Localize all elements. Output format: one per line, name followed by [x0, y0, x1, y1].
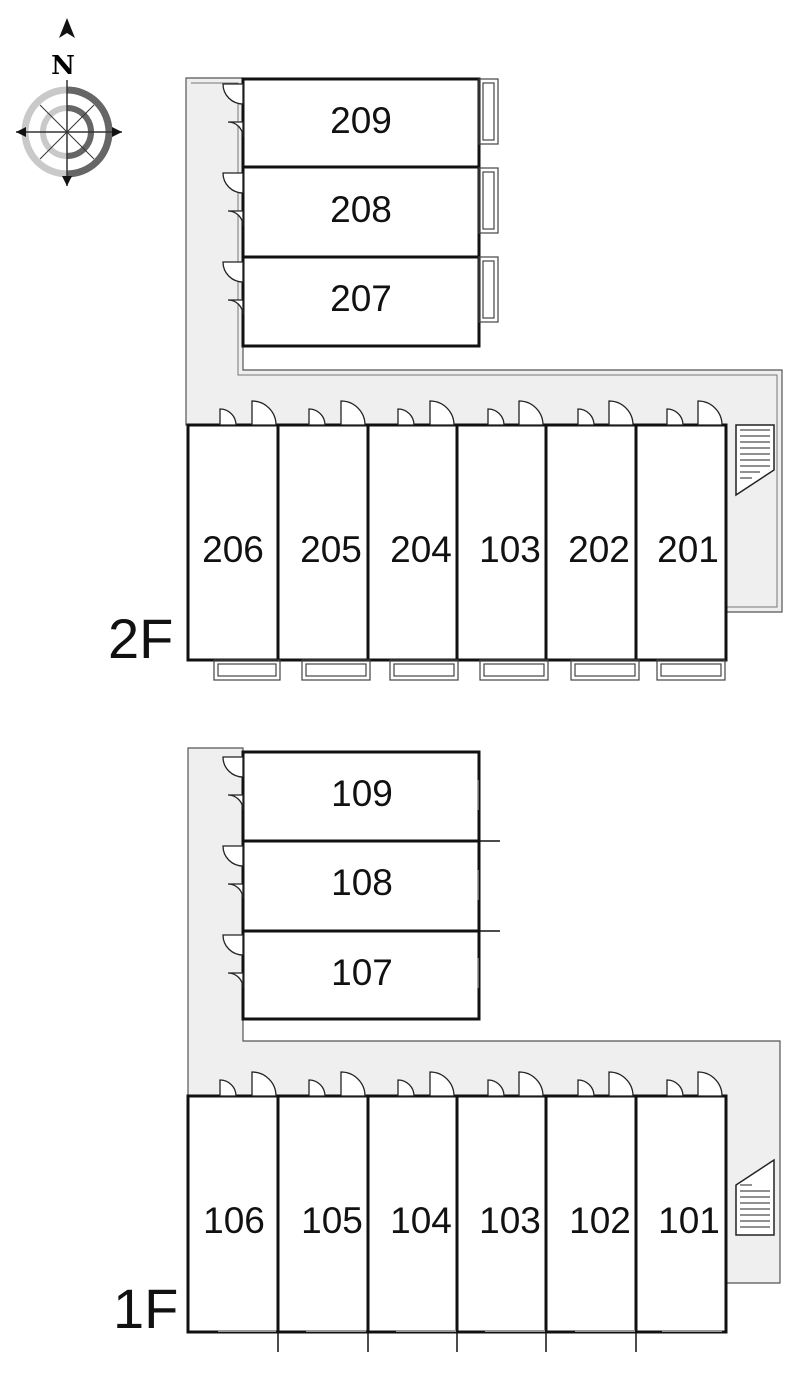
unit-label: 206	[202, 529, 264, 570]
unit-1f-103: 103	[455, 1094, 548, 1334]
unit-1f-107: 107	[241, 929, 481, 1021]
unit-2f-204: 204	[366, 423, 459, 662]
floor-2f: 209 208 207 206	[108, 77, 783, 681]
unit-1f-109: 109	[241, 750, 481, 843]
unit-label: 105	[301, 1200, 363, 1241]
unit-label: 103	[479, 529, 541, 570]
unit-2f-208: 208	[241, 165, 481, 259]
floor-label-1f: 1F	[113, 1277, 178, 1340]
north-label: N	[51, 51, 75, 81]
unit-label: 109	[331, 773, 393, 814]
unit-2f-207: 207	[241, 255, 481, 348]
east-arrow-icon	[112, 127, 122, 137]
compass-diag-line	[39, 104, 95, 160]
door-icons-2f-side	[222, 83, 244, 316]
wall-ticks-1f-row	[277, 1332, 637, 1352]
door-icons-1f-side	[222, 756, 244, 989]
unit-label: 101	[658, 1200, 720, 1241]
unit-1f-101: 101	[634, 1094, 728, 1334]
unit-label: 201	[657, 529, 719, 570]
unit-2f-103: 103	[455, 423, 548, 662]
unit-2f-201: 201	[634, 423, 728, 662]
stairs-1f-icon	[735, 1158, 775, 1236]
west-arrow-icon	[16, 127, 26, 137]
unit-label: 108	[331, 862, 393, 903]
compass-rose: N	[16, 18, 122, 186]
unit-label: 102	[569, 1200, 631, 1241]
unit-2f-202: 202	[544, 423, 638, 662]
south-arrow-icon	[62, 176, 72, 186]
unit-1f-102: 102	[544, 1094, 638, 1334]
north-arrow-icon	[59, 18, 75, 38]
unit-2f-205: 205	[276, 423, 370, 662]
unit-1f-104: 104	[366, 1094, 459, 1334]
unit-label: 207	[330, 278, 392, 319]
walkway-railing-2f	[191, 82, 778, 608]
unit-label: 103	[479, 1200, 541, 1241]
stairs-2f-icon	[735, 424, 775, 497]
unit-label: 104	[390, 1200, 452, 1241]
unit-label: 208	[330, 189, 392, 230]
balconies-2f-row	[213, 659, 726, 681]
balconies-2f-side	[478, 78, 499, 323]
unit-label: 202	[568, 529, 630, 570]
floor-1f: 109 108 107 106	[113, 747, 781, 1352]
door-icons-2f-row	[219, 400, 723, 426]
unit-2f-209: 209	[241, 77, 481, 169]
unit-1f-105: 105	[276, 1094, 370, 1334]
unit-2f-206: 206	[186, 423, 280, 662]
unit-1f-108: 108	[241, 839, 481, 933]
floor-label-2f: 2F	[108, 607, 173, 670]
unit-label: 204	[390, 529, 452, 570]
unit-label: 106	[203, 1200, 265, 1241]
unit-label: 209	[330, 100, 392, 141]
unit-label: 205	[300, 529, 362, 570]
unit-1f-106: 106	[186, 1094, 280, 1334]
unit-label: 107	[331, 952, 393, 993]
wall-ticks-1f-side	[477, 780, 500, 988]
door-icons-1f-row	[219, 1071, 723, 1097]
